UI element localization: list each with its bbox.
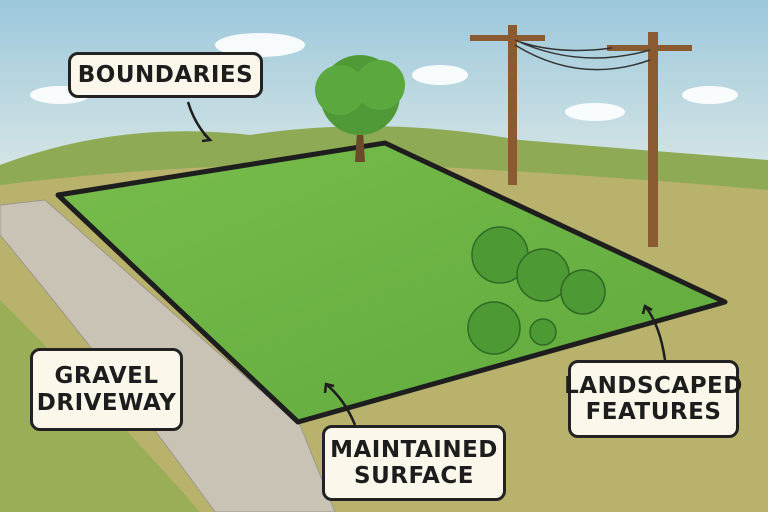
lawn-boundary (55, 140, 728, 425)
label-landscaped-line1: LANDSCAPED (564, 372, 743, 399)
label-gravel-line1: GRAVEL (54, 363, 159, 390)
tree (315, 55, 405, 162)
pointer-arrows (186, 101, 667, 426)
label-boundaries-text: BOUNDARIES (77, 61, 254, 88)
label-landscaped-features: LANDSCAPED FEATURES (564, 360, 742, 438)
label-maintained-line2: SURFACE (354, 463, 474, 489)
utility-poles (470, 25, 692, 247)
clouds (30, 33, 738, 121)
label-gravel-line2: DRIVEWAY (36, 389, 177, 416)
label-landscaped-line2: FEATURES (585, 399, 722, 425)
label-gravel-driveway: GRAVEL DRIVEWAY (30, 348, 183, 431)
shrubs (467, 226, 606, 355)
label-maintained-surface: MAINTAINED SURFACE (322, 425, 506, 501)
label-boundaries: BOUNDARIES (68, 52, 263, 98)
label-maintained-line1: MAINTAINED (330, 436, 498, 463)
